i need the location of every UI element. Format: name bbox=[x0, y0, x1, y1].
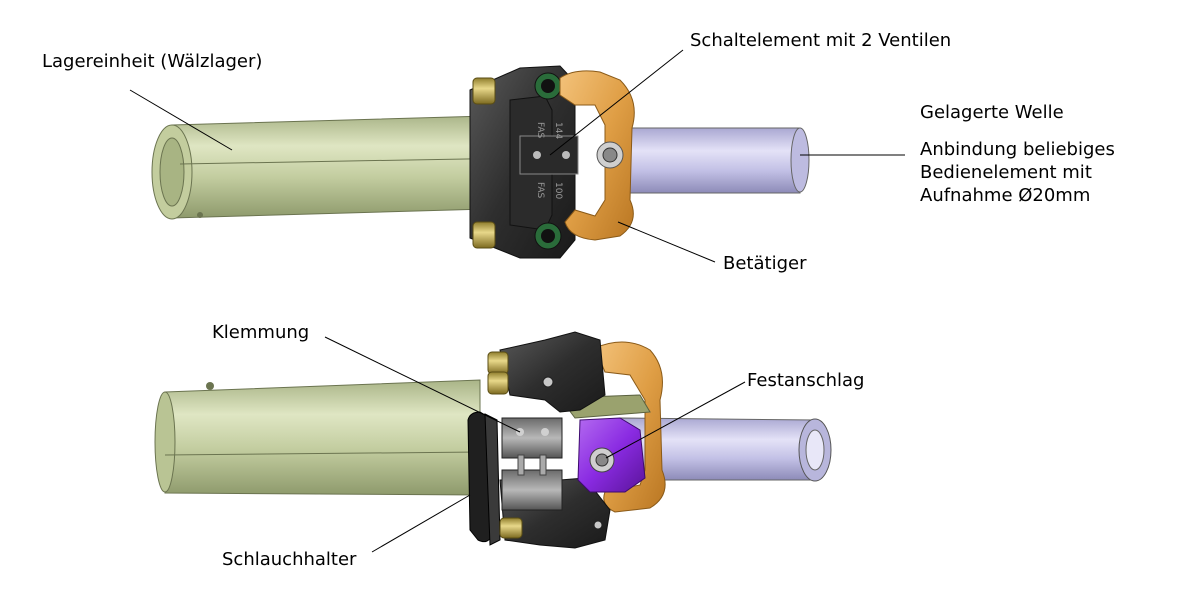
lower-fittings bbox=[487, 351, 523, 539]
upper-bearing-tube bbox=[151, 114, 521, 220]
label-betaetiger: Betätiger bbox=[723, 253, 807, 274]
upper-assembly: FAS FAS 100 144 bbox=[151, 65, 810, 259]
leader-betaetiger bbox=[617, 221, 716, 263]
leader-festanschlag bbox=[605, 381, 746, 459]
lower-hose-holder bbox=[467, 411, 501, 546]
lower-assembly bbox=[154, 331, 832, 549]
label-anbindung-line-2: Bedienelement mit bbox=[920, 162, 1092, 183]
marking-100: 100 bbox=[553, 182, 563, 199]
label-lagereinheit: Lagereinheit (Wälzlager) bbox=[42, 51, 263, 72]
lower-bearing-tube bbox=[154, 379, 481, 496]
label-schlauchhalter: Schlauchhalter bbox=[222, 549, 357, 570]
lower-valve-body bbox=[499, 331, 611, 549]
upper-fittings bbox=[472, 77, 496, 249]
marking-144: 144 bbox=[553, 122, 563, 139]
leader-schlauchhalter bbox=[371, 494, 471, 553]
label-festanschlag: Festanschlag bbox=[747, 370, 865, 391]
label-anbindung-line-3: Aufnahme Ø20mm bbox=[920, 185, 1091, 206]
marking-fas-2: FAS bbox=[535, 182, 545, 199]
leader-klemmung bbox=[324, 336, 521, 433]
label-klemmung: Klemmung bbox=[212, 322, 310, 343]
marking-fas-1: FAS bbox=[535, 122, 545, 139]
label-anbindung-line-1: Anbindung beliebiges bbox=[920, 139, 1115, 160]
leader-schaltelement bbox=[549, 49, 684, 156]
label-gelagerte-welle: Gelagerte Welle bbox=[920, 102, 1064, 123]
leader-lagereinheit bbox=[129, 89, 233, 151]
leader-lines bbox=[129, 49, 905, 553]
label-schaltelement: Schaltelement mit 2 Ventilen bbox=[690, 30, 952, 51]
upper-shaft bbox=[609, 127, 810, 194]
label-anbindung: Anbindung beliebiges Bedienelement mit A… bbox=[920, 138, 1115, 207]
lower-shaft bbox=[619, 417, 832, 482]
upper-valve-body: FAS FAS 100 144 bbox=[469, 65, 579, 259]
upper-actuator bbox=[559, 70, 635, 241]
